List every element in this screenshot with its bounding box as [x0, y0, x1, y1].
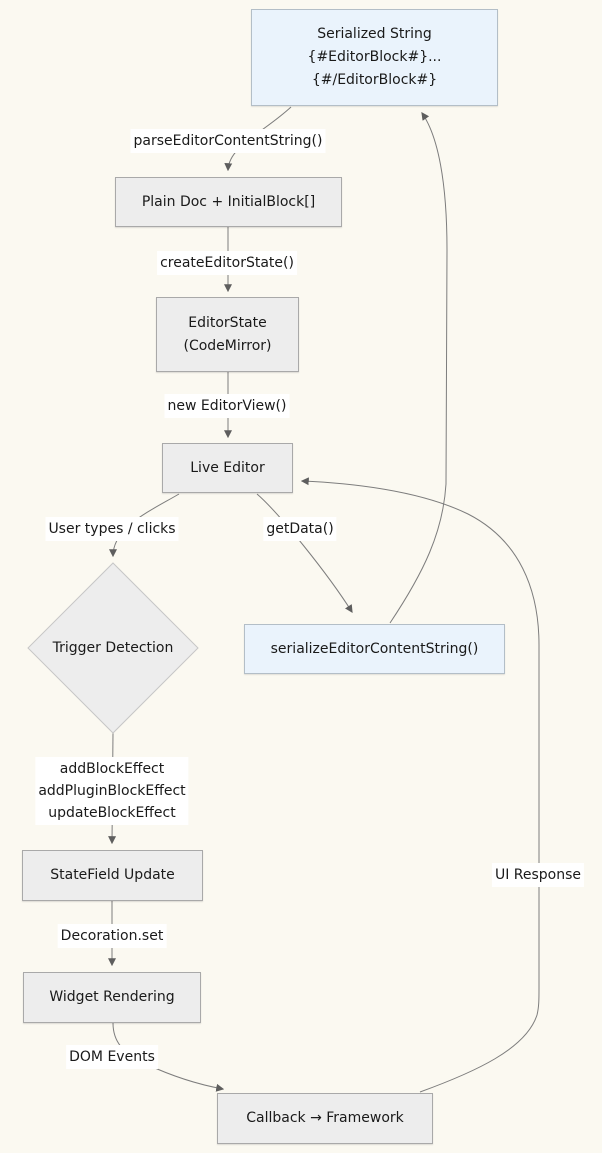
- edge-label-create-state: createEditorState(): [157, 251, 297, 275]
- edge-label-effects-line1: addBlockEffect: [59, 761, 165, 777]
- node-editor-state-line1: EditorState: [188, 314, 267, 331]
- node-serialize-fn: serializeEditorContentString(): [244, 624, 505, 674]
- node-serialized-string-line1: Serialized String: [317, 26, 432, 42]
- node-serialize-fn-label: serializeEditorContentString(): [270, 640, 479, 657]
- edge-label-dom-events: DOM Events: [66, 1045, 158, 1069]
- edge-liveeditor-to-serialize: [256, 493, 353, 614]
- node-plain-doc-label: Plain Doc + InitialBlock[]: [141, 193, 316, 210]
- edge-label-decoration: Decoration.set: [57, 924, 167, 948]
- node-editor-state-line2: (CodeMirror): [183, 337, 272, 354]
- node-widget-rendering-label: Widget Rendering: [49, 989, 175, 1005]
- edge-callback-to-liveeditor: [300, 477, 540, 1093]
- edge-label-user-types: User types / clicks: [45, 517, 179, 541]
- node-live-editor-label: Live Editor: [190, 459, 265, 476]
- edge-label-ui-response: UI Response: [491, 863, 585, 887]
- trigger-detection-diamond: [27, 562, 199, 734]
- node-plain-doc: Plain Doc + InitialBlock[]: [115, 177, 342, 227]
- node-trigger-detection: Trigger Detection: [28, 563, 198, 733]
- node-editor-state: EditorState (CodeMirror): [156, 297, 299, 372]
- node-trigger-detection-label: Trigger Detection: [52, 640, 174, 656]
- node-serialized-string: Serialized String {#EditorBlock#}... {#/…: [251, 9, 498, 106]
- edge-label-get-data: getData(): [263, 517, 337, 541]
- node-statefield-update: StateField Update: [22, 850, 203, 901]
- edge-label-effects: addBlockEffect addPluginBlockEffect upda…: [35, 757, 189, 825]
- edge-label-effects-line2: addPluginBlockEffect: [38, 783, 186, 799]
- edge-label-effects-line3: updateBlockEffect: [48, 805, 176, 821]
- node-callback-framework: Callback → Framework: [217, 1093, 433, 1144]
- node-serialized-string-line2: {#EditorBlock#}...: [307, 49, 442, 65]
- edge-label-parse: parseEditorContentString(): [130, 129, 326, 153]
- edge-serialize-to-serialized: [389, 112, 448, 624]
- node-statefield-update-label: StateField Update: [50, 867, 175, 883]
- node-serialized-string-line3: {#/EditorBlock#}: [311, 72, 438, 88]
- node-widget-rendering: Widget Rendering: [23, 972, 201, 1023]
- node-live-editor: Live Editor: [162, 443, 293, 493]
- edge-label-new-view: new EditorView(): [164, 394, 290, 418]
- node-callback-framework-label: Callback → Framework: [246, 1110, 404, 1126]
